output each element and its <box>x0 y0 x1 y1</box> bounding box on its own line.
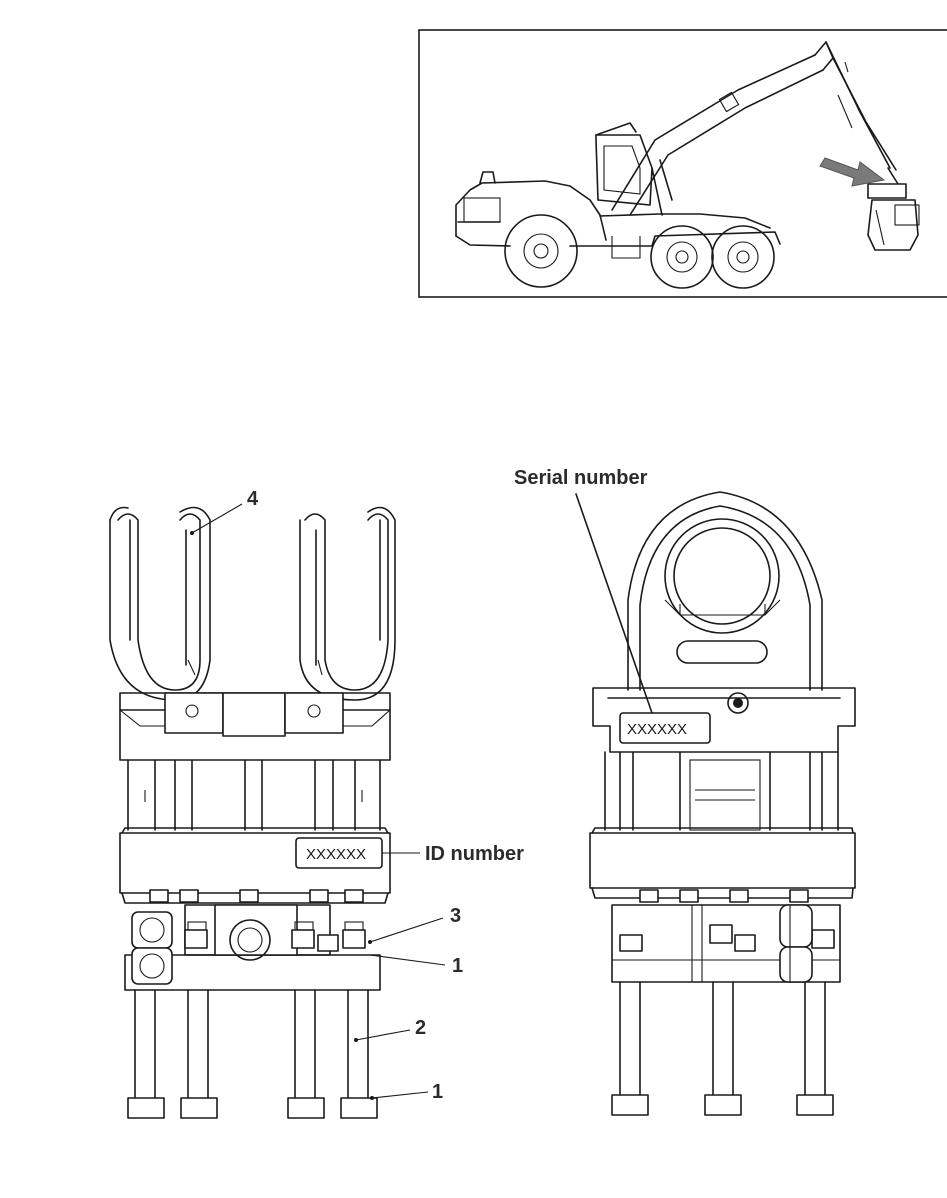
serial-plate <box>619 712 711 744</box>
rotator-fork <box>109 506 396 761</box>
machine-overview-inset <box>418 29 947 298</box>
arrow-icon <box>819 157 886 187</box>
side-columns <box>604 751 839 831</box>
callout-3: 3 <box>450 905 461 927</box>
serial-plate-text: XXXXXX <box>627 721 687 738</box>
side-housing <box>589 827 856 899</box>
id-plate-text: XXXXXX <box>306 846 366 863</box>
rotator-front-view: XXXXXX <box>109 506 396 1119</box>
rotator-side-view: XXXXXX <box>589 491 856 1116</box>
rotator-top-block: XXXXXX <box>592 687 856 753</box>
side-long-bolts <box>611 981 834 1116</box>
valve-block <box>124 904 381 991</box>
callout-1-upper: 1 <box>452 955 463 977</box>
front-wheel <box>504 214 578 288</box>
rear-wheel-1 <box>650 225 714 289</box>
id-number-label: ID number <box>425 843 524 865</box>
inset-frame <box>418 29 947 298</box>
harvester-drawing <box>455 41 920 289</box>
callout-1-lower: 1 <box>432 1081 443 1103</box>
callout-4: 4 <box>247 488 259 510</box>
housing-bolts <box>149 889 364 903</box>
side-valve-block <box>611 889 841 983</box>
left-callouts: 4 ID number 3 1 2 1 <box>190 488 524 1103</box>
rotator-columns <box>127 759 381 831</box>
rear-wheel-2 <box>711 225 775 289</box>
serial-number-label: Serial number <box>514 467 648 489</box>
rotator-housing: XXXXXX <box>119 827 391 904</box>
rotator-lug <box>627 491 823 691</box>
callout-2: 2 <box>415 1017 426 1039</box>
serial-number-callout: Serial number <box>514 467 653 714</box>
long-bolts <box>127 989 378 1119</box>
